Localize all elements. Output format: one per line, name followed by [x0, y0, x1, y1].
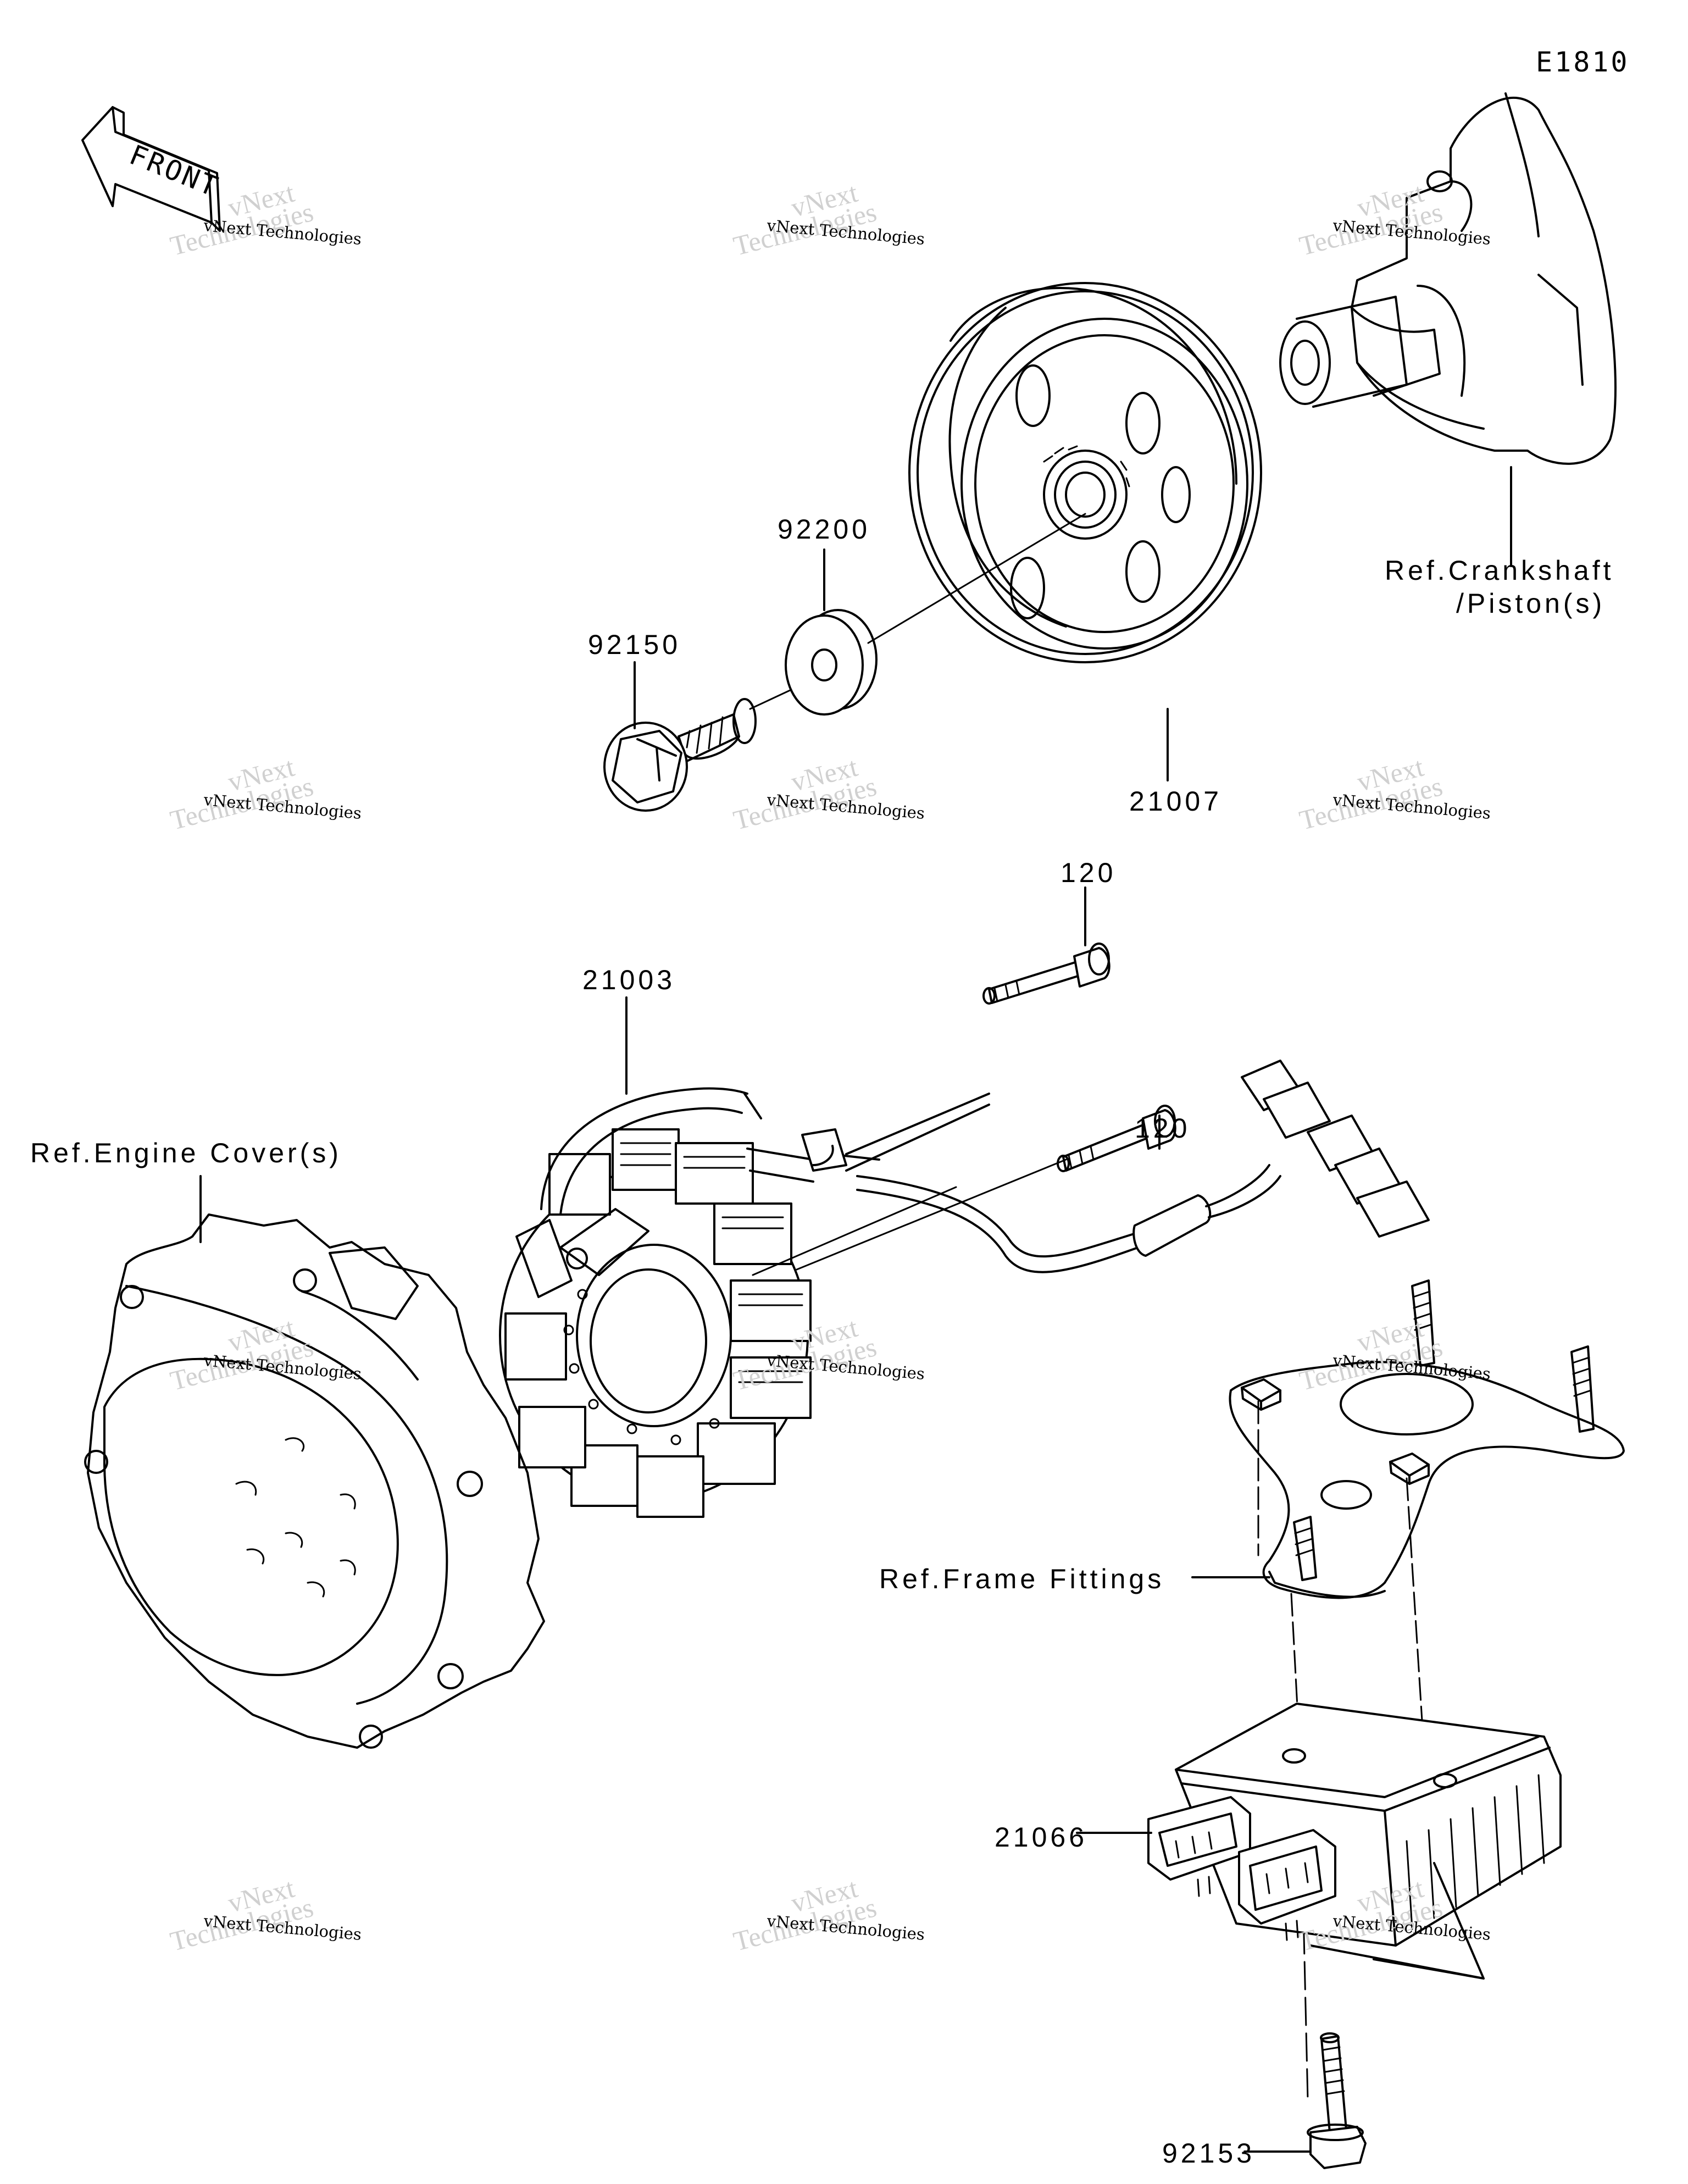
ref-crankshaft-label-2: /Piston(s) — [1456, 588, 1605, 619]
diagram-code: E1810 — [1536, 46, 1630, 78]
washer-drawing — [785, 609, 878, 716]
frame-fitting-bracket-drawing — [1229, 1279, 1625, 1599]
ref-crankshaft-label-1: Ref.Crankshaft — [1385, 555, 1614, 586]
flywheel-rotor-drawing — [908, 282, 1262, 663]
axis-line-flywheel — [867, 513, 1086, 644]
regulator-rectifier-drawing — [1147, 1703, 1562, 1947]
callout-21066: 21066 — [995, 1822, 1087, 1853]
ref-engine-cover-label: Ref.Engine Cover(s) — [30, 1138, 342, 1168]
crankshaft-drawing — [1279, 92, 1617, 465]
leader-92153-group — [1309, 1862, 1485, 1980]
front-arrow-icon: FRONT — [81, 106, 224, 232]
mounting-bolt-drawing — [1307, 2032, 1367, 2169]
flange-bolt-drawing — [603, 698, 757, 812]
callout-92150: 92150 — [588, 629, 681, 660]
callout-21003: 21003 — [582, 964, 675, 995]
axis-line-stator-1 — [752, 1186, 957, 1276]
engine-cover-drawing — [84, 1213, 545, 1749]
ref-frame-fittings-label: Ref.Frame Fittings — [879, 1564, 1164, 1594]
callout-92200: 92200 — [778, 514, 870, 545]
callout-120-lower: 120 — [1135, 1113, 1190, 1144]
axis-line-stator-2 — [796, 1158, 1067, 1271]
stator-bolt-upper-drawing — [982, 943, 1110, 1005]
callout-21007: 21007 — [1129, 786, 1222, 817]
axis-line-bolt — [749, 689, 792, 710]
callout-92153: 92153 — [1162, 2138, 1255, 2169]
wiring-harness-drawing — [540, 1060, 1430, 1273]
stator-coil-drawing — [499, 1128, 812, 1518]
callout-120-upper: 120 — [1060, 857, 1116, 888]
